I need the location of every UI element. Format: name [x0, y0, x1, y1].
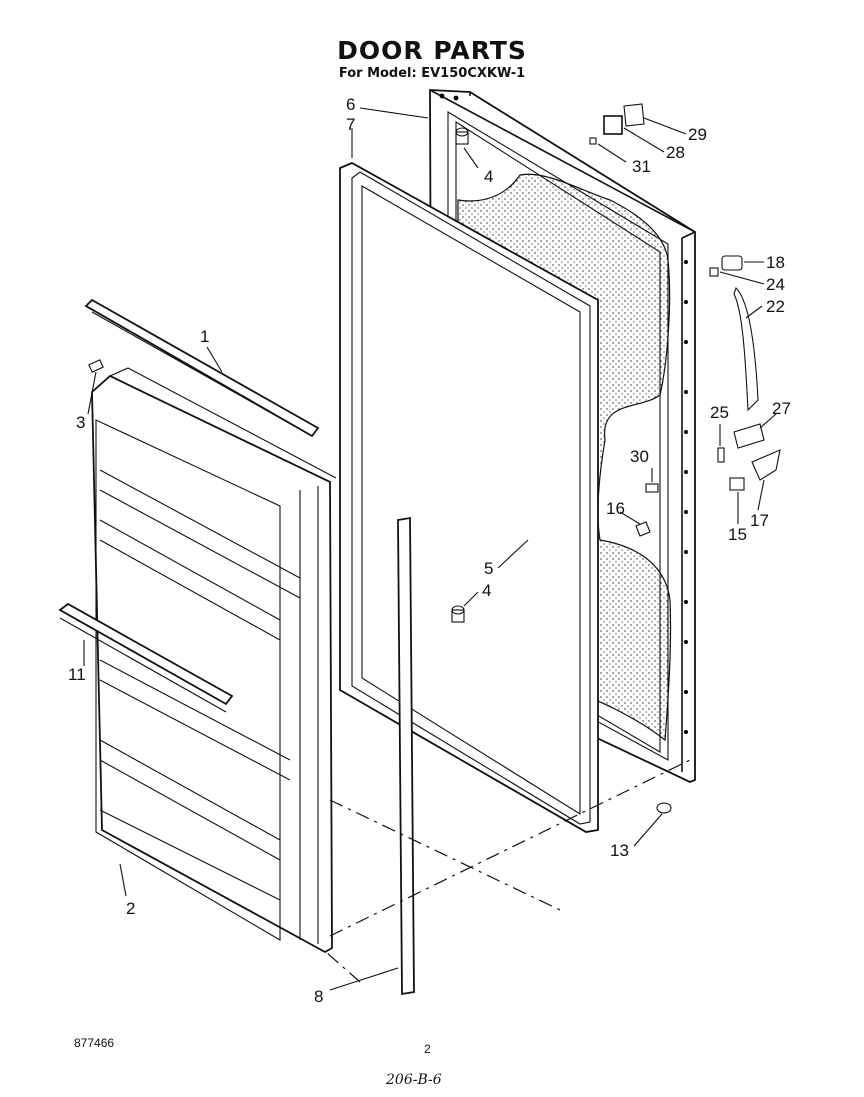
callout-29: 29: [688, 125, 707, 144]
alignment-lines: [325, 759, 691, 983]
model-subtitle: For Model: EV150CXKW-1: [338, 66, 526, 81]
leader-lines: [83, 107, 777, 991]
callout-15: 15: [728, 525, 747, 544]
callout-6: 6: [346, 95, 355, 114]
callout-28: 28: [666, 143, 685, 162]
handwritten-code: 206-B-6: [386, 1072, 442, 1088]
callout-25: 25: [710, 403, 729, 422]
breaker-strip: [397, 516, 415, 996]
callout-11: 11: [68, 665, 86, 684]
door-liner: [91, 367, 337, 954]
callout-7: 7: [346, 115, 355, 134]
callout-17: 17: [750, 511, 769, 530]
page-title: DOOR PARTS: [337, 36, 527, 65]
callout-2: 2: [126, 899, 135, 918]
callout-4-bottom: 4: [482, 581, 491, 600]
callout-24: 24: [766, 275, 785, 294]
callout-27: 27: [772, 399, 791, 418]
callout-18: 18: [766, 253, 785, 272]
top-trim: [84, 298, 320, 438]
callout-1: 1: [200, 327, 209, 346]
edge-holes: [684, 260, 688, 734]
page-number: 2: [424, 1042, 431, 1056]
callout-16: 16: [606, 499, 625, 518]
callout-4-top: 4: [484, 167, 493, 186]
callout-3: 3: [76, 413, 85, 432]
callout-8: 8: [314, 987, 323, 1006]
callout-5: 5: [484, 559, 493, 578]
parts-small: [88, 103, 781, 814]
shelf-bar: [58, 602, 234, 713]
callout-13: 13: [610, 841, 629, 860]
part-number: 877466: [74, 1036, 115, 1050]
callout-30: 30: [630, 447, 649, 466]
callout-22: 22: [766, 297, 785, 316]
callout-31: 31: [632, 157, 651, 176]
